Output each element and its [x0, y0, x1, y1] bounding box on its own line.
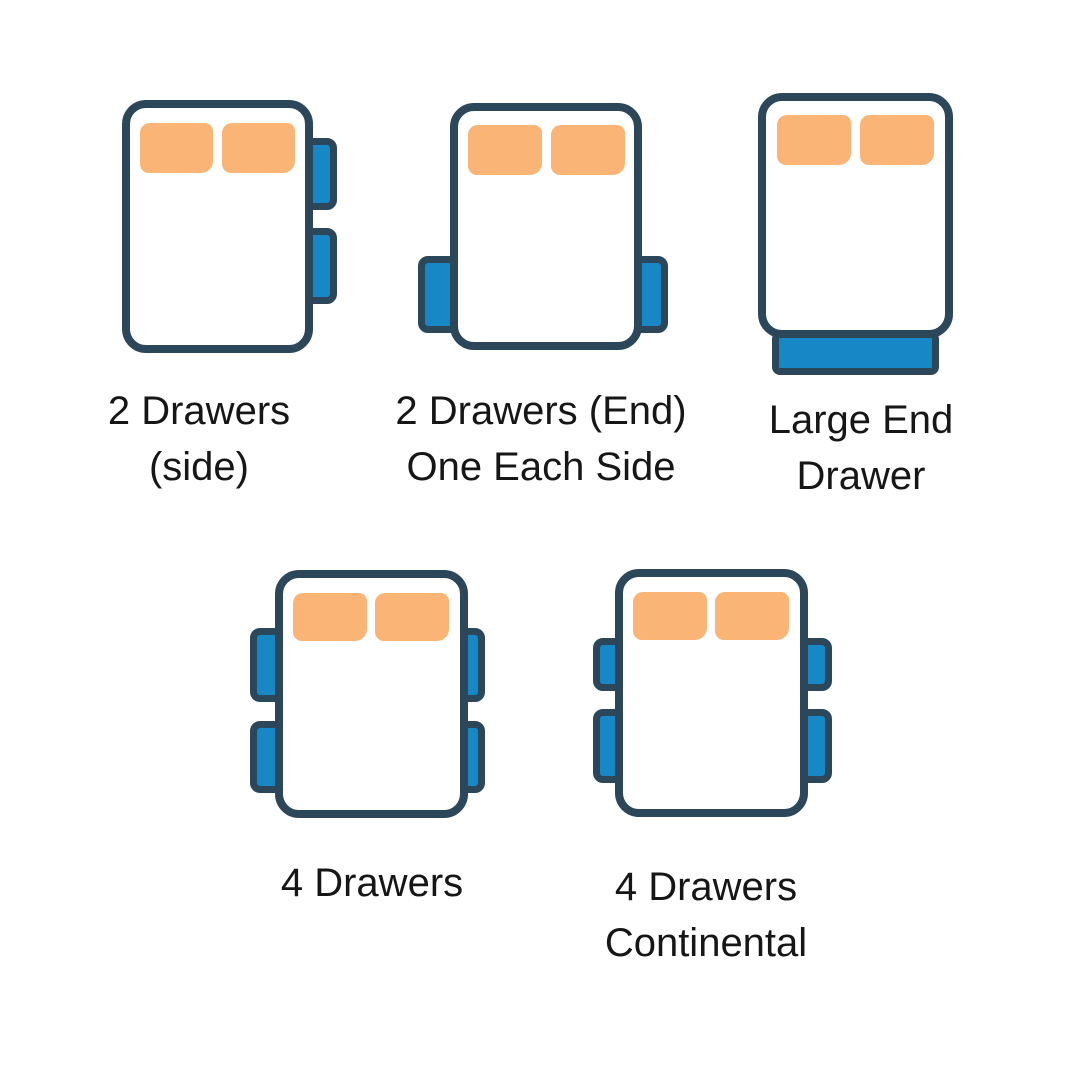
label-large-end-drawer: Large End Drawer	[769, 392, 954, 504]
pillow-left	[140, 123, 213, 173]
pillow-right	[222, 123, 295, 173]
label-line: Continental	[604, 921, 808, 965]
pillow-left	[777, 115, 851, 165]
label-line: 2 Drawers	[107, 389, 291, 433]
label-line: Drawer	[796, 454, 926, 498]
bed-diagram-2-drawers-side	[122, 100, 337, 353]
label-4-drawers-continental: 4 Drawers Continental	[605, 859, 807, 971]
drawer-large-end	[772, 331, 939, 375]
bed-outline	[615, 569, 808, 817]
bed-diagram-4-drawers-continental	[593, 569, 832, 817]
pillow-left	[468, 125, 542, 175]
bed-outline	[758, 93, 953, 338]
label-line: 4 Drawers	[280, 861, 464, 905]
bed-diagram-4-drawers	[250, 570, 485, 818]
bed-diagram-2-drawers-end	[418, 103, 668, 350]
pillow-right	[375, 593, 449, 641]
bed-outline	[450, 103, 642, 350]
label-line: 4 Drawers	[614, 865, 798, 909]
bed-outline	[275, 570, 468, 818]
bed-outline	[122, 100, 313, 353]
label-line: Large End	[768, 398, 954, 442]
pillow-right	[551, 125, 625, 175]
label-line: (side)	[148, 445, 250, 489]
label-2-drawers-end: 2 Drawers (End) One Each Side	[395, 383, 686, 495]
label-line: 2 Drawers (End)	[395, 389, 687, 433]
bed-diagram-large-end-drawer	[758, 93, 953, 375]
pillow-right	[715, 592, 789, 640]
label-line: One Each Side	[406, 445, 676, 489]
label-2-drawers-side: 2 Drawers (side)	[108, 383, 290, 495]
label-4-drawers: 4 Drawers	[281, 855, 463, 911]
pillow-left	[293, 593, 367, 641]
pillow-left	[633, 592, 707, 640]
pillow-right	[860, 115, 934, 165]
